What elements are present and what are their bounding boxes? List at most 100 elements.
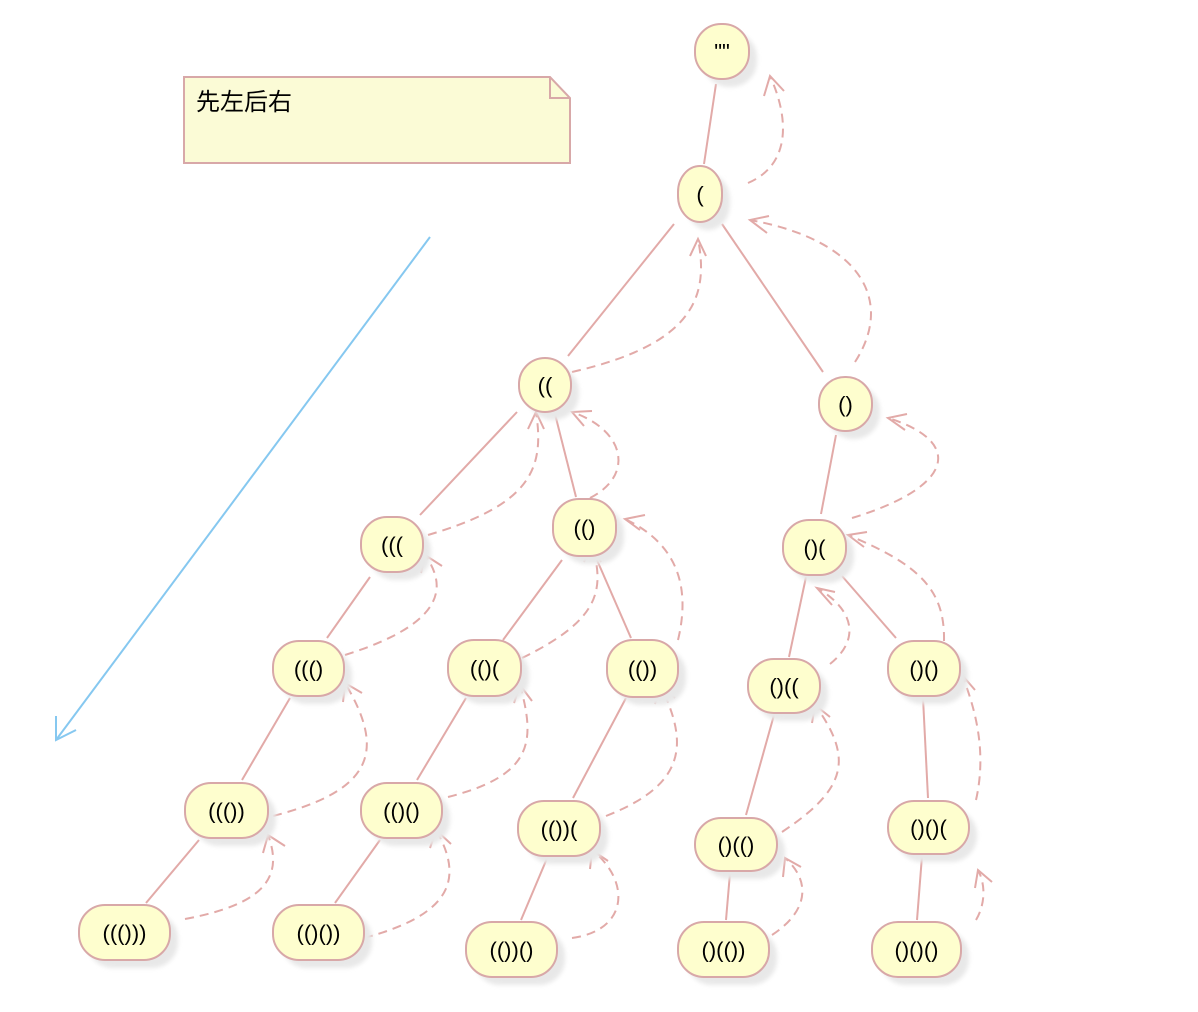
node-label: () (838, 392, 853, 417)
tree-node: ()()( (887, 800, 977, 862)
node-shape (677, 921, 770, 978)
tree-node: (())() (465, 921, 565, 985)
arrowhead (763, 74, 785, 97)
node-shape (552, 498, 617, 557)
tree-node: ((( (360, 516, 431, 580)
arrowhead (814, 586, 836, 606)
backtrack-edge (427, 411, 540, 536)
tree-node: ()() (887, 640, 968, 704)
node-label: (())() (490, 938, 534, 963)
tree-node: ((()) (184, 782, 276, 846)
tree-node: (()() (360, 782, 450, 846)
node-shape (78, 904, 171, 961)
node-shape (887, 640, 961, 697)
backtrack-edge (624, 518, 684, 641)
tree-edge (554, 413, 577, 498)
tree-edge (572, 697, 627, 799)
backtrack-edge (961, 674, 982, 801)
node-label: ((() (294, 657, 323, 682)
node-label: ()()() (895, 938, 939, 963)
node-shape (272, 904, 365, 961)
arrowhead (747, 215, 770, 234)
tree-node: (()( (447, 639, 529, 704)
node-label: ()(( (769, 674, 799, 699)
node-shape (184, 782, 269, 839)
node-label: ()()( (910, 816, 947, 841)
node-shape (818, 376, 873, 432)
node-shape (887, 800, 970, 855)
node-label: ((( (381, 533, 404, 558)
arrowhead (974, 868, 993, 889)
node-shape (747, 658, 821, 714)
node-shape (465, 921, 558, 978)
tree-node: (())( (517, 800, 608, 864)
backtrack-edge (571, 238, 702, 373)
backtrack-arrowheads (262, 74, 993, 889)
tree-node: () (818, 376, 880, 439)
node-shape (518, 357, 572, 413)
backtrack-edge (447, 684, 529, 798)
tree-edge (502, 559, 563, 641)
node-label: (( (538, 373, 553, 398)
tree-edge (326, 576, 371, 639)
node-label: ((()) (208, 799, 245, 824)
tree-node: ()(()) (677, 921, 777, 985)
node-shape (360, 516, 424, 573)
backtrack-edge (975, 869, 985, 921)
arrowhead (845, 531, 868, 548)
tree-node: (()()) (272, 904, 372, 968)
backtrack-edge (781, 704, 840, 833)
arrowhead (689, 236, 707, 257)
tree-node: ((() (272, 640, 352, 704)
tree-edge (922, 697, 929, 799)
backtrack-edge (272, 682, 368, 817)
note: 先左后右 (183, 76, 571, 164)
tree-edge (820, 434, 837, 515)
node-shape (272, 640, 345, 697)
node-label: ((())) (103, 921, 147, 946)
node-label: ()( (804, 536, 827, 561)
backtrack-edge (344, 554, 438, 656)
tree-edge (334, 839, 381, 904)
node-shape (360, 782, 443, 839)
tree-edge (241, 697, 291, 781)
arrowhead (569, 410, 593, 427)
tree-edges (145, 83, 929, 921)
tree-node: ((())) (78, 904, 178, 968)
tree-node: ()(() (694, 817, 785, 879)
tree-edge (725, 872, 731, 921)
backtrack-edge (851, 417, 940, 519)
node-shape (694, 23, 750, 80)
backtrack-edge (747, 75, 784, 184)
backtrack-edge (184, 834, 274, 920)
tree-node: ( (677, 165, 730, 230)
tree-edge (596, 559, 632, 639)
tree-edge (145, 839, 200, 904)
node-shape (871, 921, 962, 978)
tree-node: ()()() (871, 921, 969, 985)
node-shape (782, 519, 847, 576)
backtrack-edge (363, 829, 451, 939)
nodes-layer: ""(((()((((()()(((()(()((())()((()()((()… (78, 23, 977, 985)
node-shape (517, 800, 601, 857)
node-label: ()(() (718, 833, 755, 858)
tree-edge (745, 714, 775, 816)
node-label: (()( (470, 656, 500, 681)
tree-edge (419, 411, 518, 516)
node-label: "" (714, 40, 730, 65)
tree-node: (()) (606, 639, 686, 705)
tree-node: ()(( (747, 658, 828, 721)
node-label: (() (574, 516, 596, 541)
tree-node: ()( (782, 519, 854, 583)
node-label: ()(()) (702, 938, 746, 963)
backtrack-edge (749, 219, 872, 363)
tree-edge (916, 855, 923, 921)
node-label: (()() (383, 799, 420, 824)
backtrack-edge (847, 534, 946, 642)
backtrack-edge (771, 857, 804, 936)
node-shape (447, 639, 522, 697)
arrowhead (782, 856, 802, 878)
tree-edge (841, 575, 897, 639)
node-shape (606, 639, 679, 698)
